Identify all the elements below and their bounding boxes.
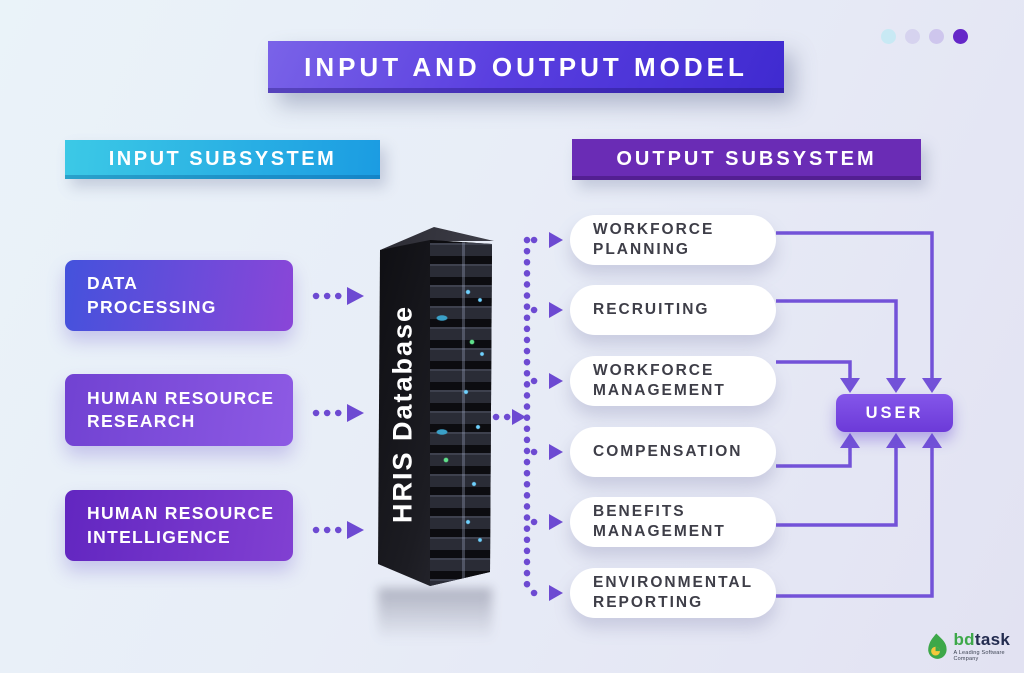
server-rack: HRIS Database <box>376 222 498 594</box>
logo-name-bd: bd <box>953 630 975 649</box>
output-item-compensation: COMPENSATION <box>570 427 776 477</box>
output-item-workforce-planning: WORKFORCE PLANNING <box>570 215 776 265</box>
pagination-dots <box>881 29 968 44</box>
server-rack-side <box>378 240 430 586</box>
database-to-output-connectors <box>492 232 563 601</box>
input-item-data-processing: DATA PROCESSING <box>65 260 293 331</box>
database-label: HRIS Database <box>387 304 418 524</box>
output-item-workforce-management: WORKFORCE MANAGEMENT <box>570 356 776 406</box>
bdtask-logo-text: bdtask A Leading Software Company <box>954 631 1024 662</box>
server-rack-reflection <box>378 588 492 650</box>
input-item-human-resource-intelligence: HUMAN RESOURCE INTELLIGENCE <box>65 490 293 561</box>
server-rack-front <box>430 240 492 586</box>
output-item-environmental-reporting: ENVIRONMENTAL REPORTING <box>570 568 776 618</box>
output-subsystem-header: OUTPUT SUBSYSTEM <box>572 139 921 180</box>
bdtask-leaf-icon <box>928 633 947 659</box>
pagination-dot-icon <box>929 29 944 44</box>
output-item-recruiting: RECRUITING <box>570 285 776 335</box>
input-item-human-resource-research: HUMAN RESOURCE RESEARCH <box>65 374 293 446</box>
logo-name-task: task <box>974 630 1011 649</box>
pagination-dot-icon <box>905 29 920 44</box>
logo-tagline: A Leading Software Company <box>953 650 1005 662</box>
pagination-dot-icon <box>881 29 896 44</box>
page-title: INPUT AND OUTPUT MODEL <box>268 41 784 93</box>
input-subsystem-header: INPUT SUBSYSTEM <box>65 140 380 179</box>
bdtask-logo: bdtask A Leading Software Company <box>926 631 1024 662</box>
pagination-dot-icon <box>953 29 968 44</box>
user-node: USER <box>836 394 953 432</box>
output-item-benefits-management: BENEFITS MANAGEMENT <box>570 497 776 547</box>
input-to-database-arrows <box>312 287 364 539</box>
